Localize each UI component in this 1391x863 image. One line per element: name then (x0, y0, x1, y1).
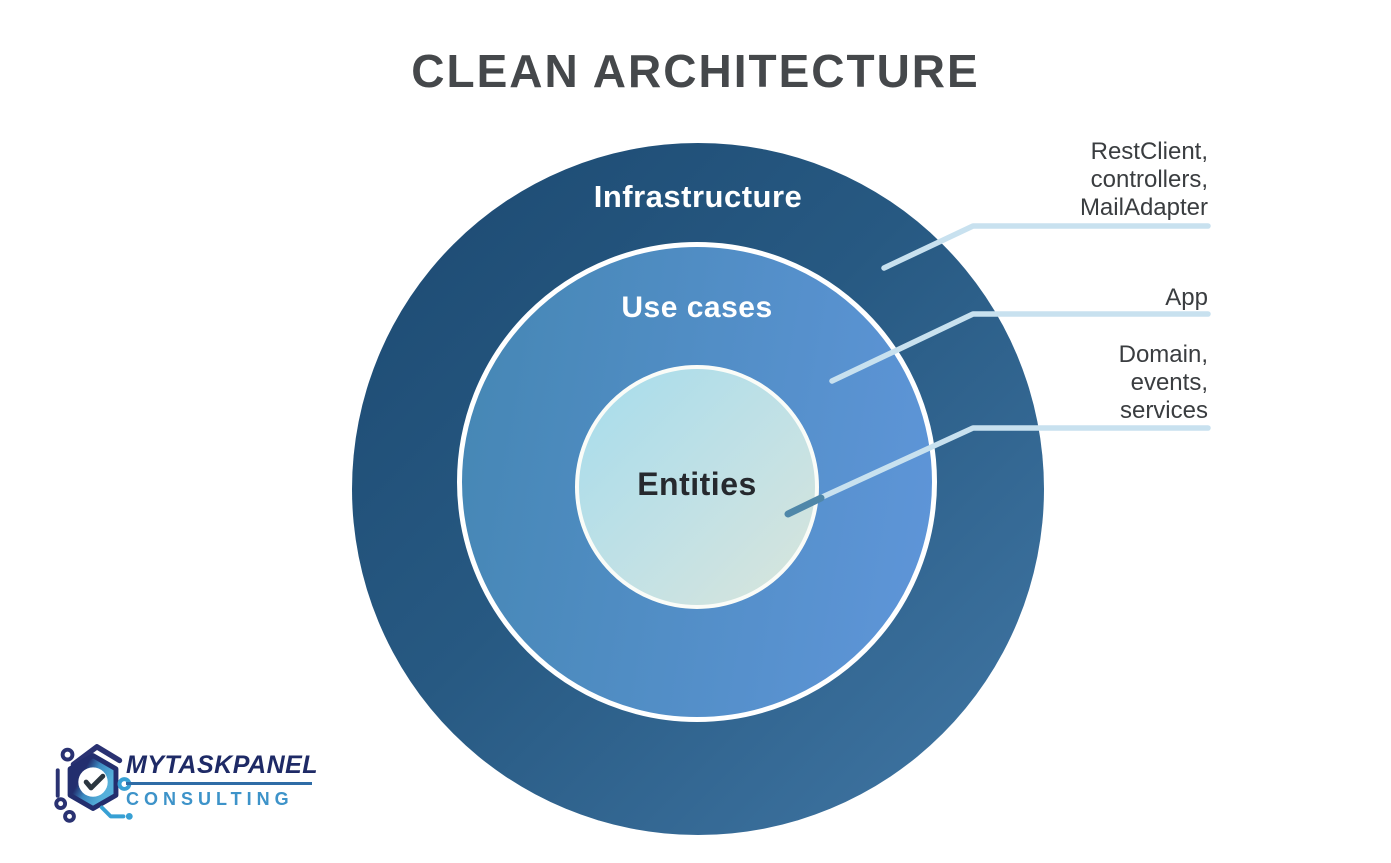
annotation-line: events, (1130, 369, 1208, 396)
page-title: CLEAN ARCHITECTURE (411, 45, 980, 97)
brand-wordmark: MYTASKPANEL CONSULTING (126, 751, 318, 810)
annotation-line: Domain, (1118, 341, 1208, 368)
annotation-line: App (1165, 284, 1208, 311)
check-circle (78, 767, 108, 797)
node-dot (125, 812, 133, 820)
circuit-line (99, 805, 126, 819)
annotation-entities: Domain, events, services (1119, 341, 1208, 425)
annotation-line: services (1119, 397, 1208, 424)
roof-line (70, 744, 123, 768)
brand-subtitle: CONSULTING (126, 789, 294, 809)
node-dot (63, 810, 76, 823)
node-dot (54, 797, 68, 810)
annotation-use-cases: App (1165, 284, 1208, 312)
brand-divider (126, 782, 312, 785)
ring-entities (575, 365, 819, 609)
ring-label-infrastructure: Infrastructure (593, 179, 803, 214)
annotation-line: RestClient, (1090, 138, 1208, 165)
node-dot (60, 747, 75, 762)
annotation-line: MailAdapter (1079, 194, 1208, 221)
annotation-infrastructure: RestClient, controllers, MailAdapter (1080, 138, 1208, 222)
ring-label-use-cases: Use cases (621, 291, 773, 324)
brand-name: MYTASKPANEL (126, 751, 319, 779)
ring-label-entities: Entities (637, 466, 757, 502)
check-icon (83, 773, 106, 791)
annotation-line: controllers, (1090, 166, 1208, 193)
mytaskpanel-logo-icon (54, 744, 133, 823)
brand-logo: MYTASKPANEL CONSULTING (40, 735, 318, 835)
